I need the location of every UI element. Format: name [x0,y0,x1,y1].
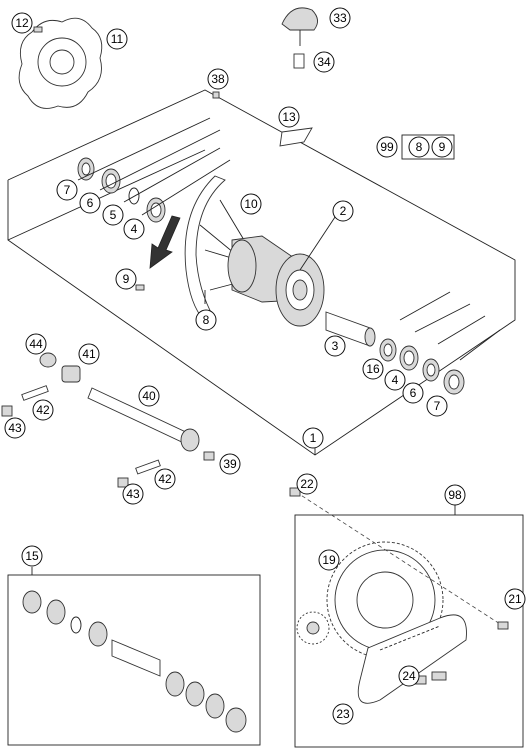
plug [212,91,220,99]
svg-text:8: 8 [416,140,423,154]
svg-text:15: 15 [25,549,39,563]
svg-text:19: 19 [322,553,336,567]
callout-41: 41 [78,343,100,365]
callout-2: 2 [332,200,354,222]
callout-24: 24 [398,665,420,687]
front-sprocket [296,611,330,645]
svg-text:9: 9 [439,140,446,154]
callout-19: 19 [318,549,340,571]
svg-text:98: 98 [448,488,462,502]
svg-text:11: 11 [111,32,124,46]
sprocket-kit-frame [294,505,524,748]
bolt-axis [295,491,501,625]
callout-43-right: 43 [122,483,144,505]
leader-lines [77,117,501,361]
callout-98: 98 [444,484,466,506]
svg-text:6: 6 [87,196,94,210]
svg-text:10: 10 [244,197,258,211]
svg-text:44: 44 [29,337,43,351]
callout-7-left: 7 [56,179,78,201]
callout-39: 39 [219,453,241,475]
chain [357,614,467,704]
svg-text:42: 42 [158,472,172,486]
svg-text:5: 5 [110,208,117,222]
callout-16: 16 [362,358,384,380]
svg-text:6: 6 [410,386,417,400]
callout-3: 3 [324,335,346,357]
svg-text:7: 7 [434,399,441,413]
callout-40: 40 [138,385,160,407]
callout-23: 23 [332,703,354,725]
svg-text:3: 3 [332,339,339,353]
svg-text:23: 23 [336,707,350,721]
valve-cap [281,7,318,69]
svg-text:1: 1 [310,431,317,445]
brake-disc [18,17,103,109]
svg-text:43: 43 [126,487,140,501]
kit-99-frame [401,134,455,160]
sprocket-bolt [289,487,301,497]
callout-6-right: 6 [402,382,424,404]
callout-9: 9 [115,268,137,290]
rotation-direction-arrow-icon [149,215,181,269]
callout-1: 1 [302,427,324,449]
callout-10: 10 [240,193,262,215]
svg-text:24: 24 [402,669,416,683]
hub-and-spokes [199,199,325,327]
callout-7-right: 7 [426,395,448,417]
svg-text:40: 40 [142,389,156,403]
svg-text:43: 43 [8,421,22,435]
spoke-nipple [135,284,145,291]
callout-5: 5 [102,204,124,226]
spacer-sleeve [325,311,376,347]
callout-4-left: 4 [123,218,145,240]
sprocket-nut [497,621,509,630]
svg-text:2: 2 [340,204,347,218]
svg-text:38: 38 [211,72,225,86]
callout-42-right: 42 [154,468,176,490]
callout-99-9: 9 [431,136,453,158]
callout-6-left: 6 [79,192,101,214]
svg-text:39: 39 [223,457,237,471]
svg-text:41: 41 [82,347,96,361]
svg-text:4: 4 [131,222,138,236]
rim-tape [279,127,313,147]
svg-text:16: 16 [366,362,380,376]
svg-text:42: 42 [36,403,50,417]
svg-text:22: 22 [300,477,314,491]
svg-text:34: 34 [317,55,331,69]
svg-text:13: 13 [282,110,296,124]
axle-parts [1,352,215,488]
callout-8: 8 [195,309,217,331]
callout-43-left: 43 [4,417,26,439]
callout-34: 34 [313,51,335,73]
bearing-kit-frame [7,567,261,746]
svg-text:9: 9 [123,272,130,286]
callout-11: 11 [106,28,128,50]
svg-text:33: 33 [333,11,347,25]
callout-38: 38 [207,68,229,90]
callout-15: 15 [21,545,43,567]
callout-99: 99 [376,136,398,158]
right-bearings [379,338,465,395]
callout-13: 13 [278,106,300,128]
callout-42-left: 42 [32,399,54,421]
disc-bolt [33,26,43,33]
callout-22: 22 [296,473,318,495]
callout-21: 21 [504,588,526,610]
svg-text:12: 12 [15,16,29,30]
svg-text:21: 21 [508,592,522,606]
callout-4-right: 4 [384,369,406,391]
callout-44: 44 [25,333,47,355]
callout-12: 12 [11,12,33,34]
svg-text:4: 4 [392,373,399,387]
callout-99-8: 8 [408,136,430,158]
left-bearings [77,157,166,223]
svg-text:8: 8 [203,313,210,327]
svg-text:7: 7 [64,183,71,197]
callout-33: 33 [329,7,351,29]
svg-text:99: 99 [380,140,394,154]
